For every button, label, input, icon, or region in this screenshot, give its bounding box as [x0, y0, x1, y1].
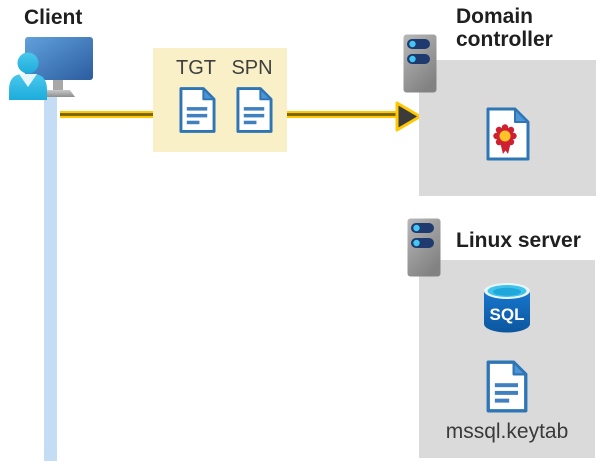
sql-icon-label: SQL	[490, 305, 525, 324]
domain-controller-panel	[419, 60, 596, 196]
client-label: Client	[24, 6, 83, 29]
keytab-file-icon	[486, 360, 528, 413]
person-icon	[9, 52, 47, 100]
linux-server-panel: SQL mssql.keytab	[419, 260, 595, 458]
sql-database-icon: SQL	[484, 283, 530, 333]
linux-server-label: Linux server	[456, 229, 581, 252]
domain-controller-label: Domain controller	[456, 5, 553, 51]
domain-controller-server-icon	[403, 34, 437, 93]
tgt-label: TGT	[176, 57, 216, 79]
spn-label: SPN	[231, 57, 273, 79]
spn-document-icon	[236, 87, 273, 133]
monitor-icon	[25, 37, 93, 97]
client-lifeline-bar	[44, 94, 57, 461]
certificate-icon	[486, 107, 529, 161]
linux-server-icon	[407, 218, 441, 277]
client-computer-icon	[9, 37, 93, 100]
arrowhead-icon	[395, 101, 422, 132]
keytab-filename: mssql.keytab	[445, 420, 569, 443]
ticket-highlight-box: TGT SPN	[153, 48, 287, 152]
tgt-document-icon	[179, 87, 216, 133]
